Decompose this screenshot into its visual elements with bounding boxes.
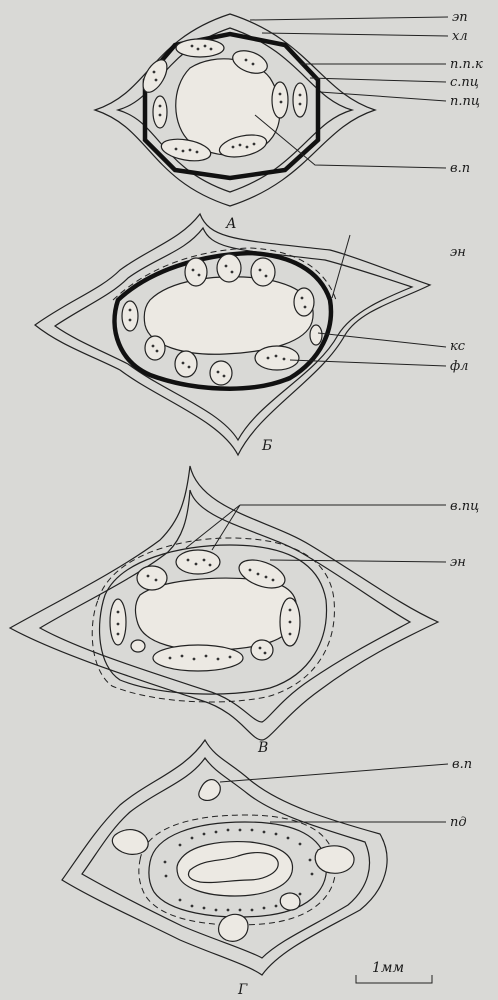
panel-d: в.п пд Г bbox=[62, 740, 472, 998]
panel-d-leader-lines bbox=[220, 764, 448, 822]
scale-bar: 1мм bbox=[356, 960, 432, 983]
label-vp-d: в.п bbox=[452, 757, 472, 772]
panel-b: эн кс фл Б bbox=[35, 214, 468, 455]
panel-d-caption: Г bbox=[237, 982, 248, 998]
panel-a-caption: А bbox=[225, 216, 237, 232]
panel-c-leader-lines bbox=[186, 505, 446, 562]
label-chl: хл bbox=[452, 29, 468, 44]
panel-c: в.пц эн В bbox=[10, 466, 479, 756]
label-fl: фл bbox=[450, 359, 468, 374]
label-ep: эп bbox=[452, 10, 468, 25]
label-ppk: п.п.к bbox=[450, 57, 483, 72]
label-en-c: эн bbox=[450, 555, 466, 570]
label-spc: с.пц bbox=[450, 75, 479, 90]
panel-a: эп хл п.п.к с.пц п.пц в.п А bbox=[95, 10, 483, 232]
label-vpc: в.пц bbox=[450, 499, 479, 514]
panel-d-pith bbox=[177, 842, 293, 896]
label-ks: кс bbox=[450, 339, 466, 354]
panel-b-caption: Б bbox=[261, 438, 272, 454]
panel-b-pith bbox=[144, 277, 313, 354]
label-vp-a: в.п bbox=[450, 161, 470, 176]
label-pd: пд bbox=[450, 815, 467, 830]
scale-bar-label: 1мм bbox=[372, 960, 404, 976]
panel-c-caption: В bbox=[257, 740, 268, 756]
label-en-b: эн bbox=[450, 245, 466, 260]
label-ppc: п.пц bbox=[450, 94, 480, 109]
